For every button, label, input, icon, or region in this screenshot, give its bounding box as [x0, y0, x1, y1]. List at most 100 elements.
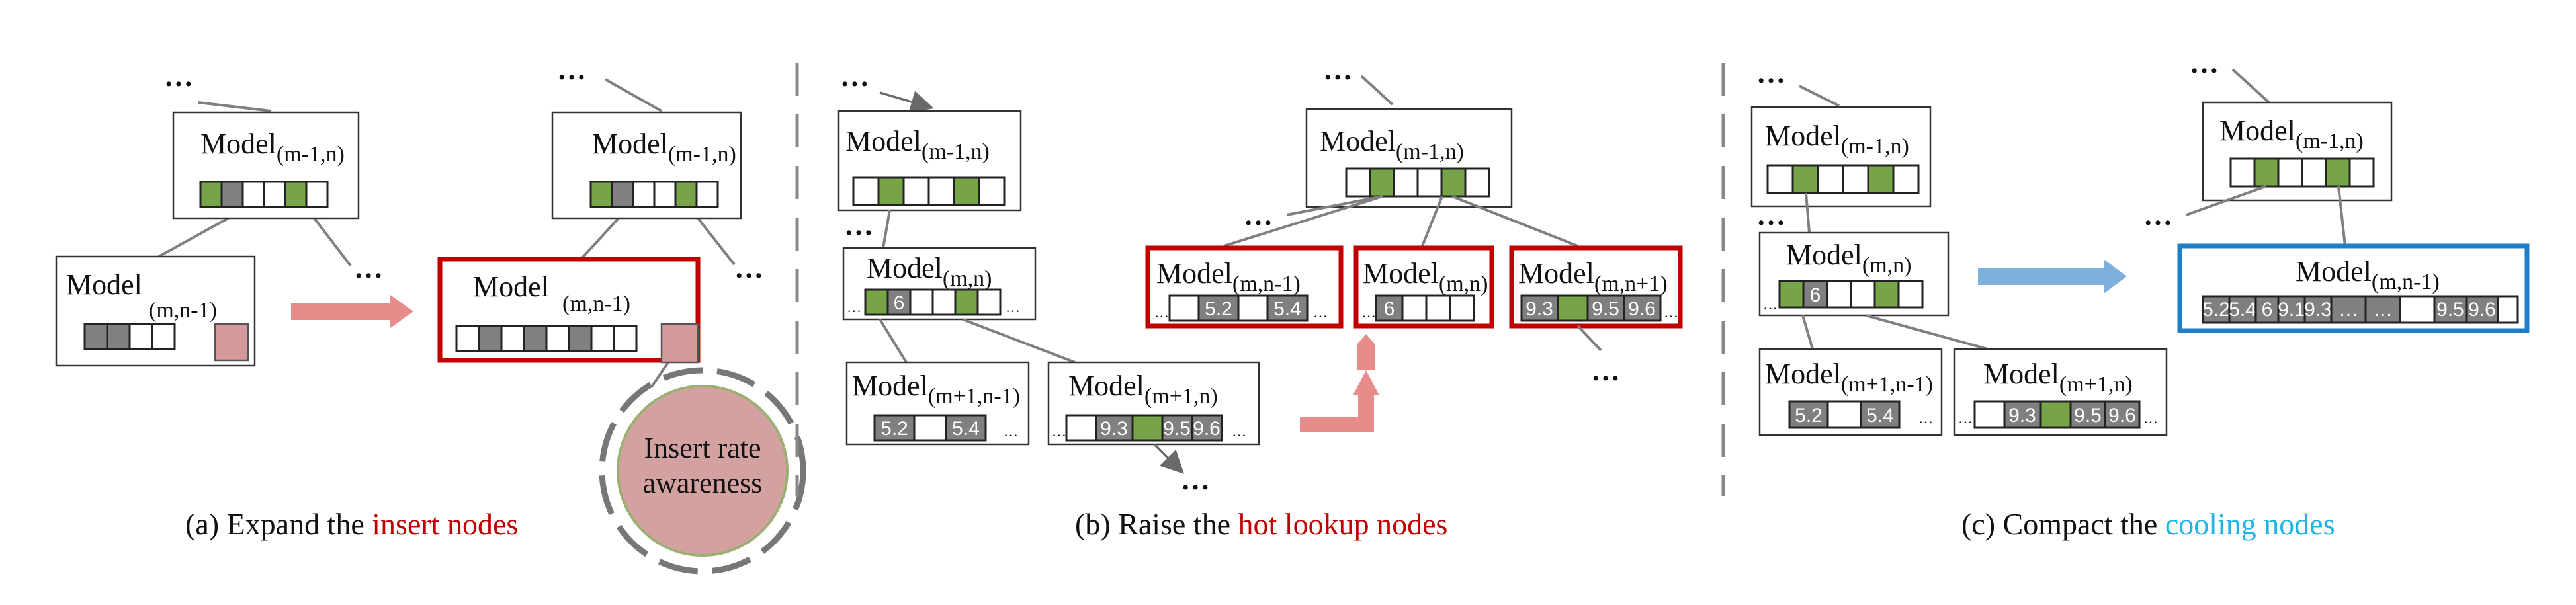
insert-rate-awareness-badge: Insert rate awareness [599, 367, 806, 575]
svg-text:9.6: 9.6 [2468, 299, 2496, 321]
slot-array-a-top [199, 181, 329, 208]
slot-array-a-left [83, 323, 176, 350]
slot-array-b-mid: … 6 … [847, 288, 1020, 316]
node-a2-top-label: Model(m-1,n) [592, 128, 736, 167]
awareness-line-2: awareness [643, 467, 763, 499]
svg-text:9.3: 9.3 [2008, 405, 2036, 426]
insert-buffer-a-expanded [660, 323, 699, 364]
svg-text:9.3: 9.3 [1525, 298, 1553, 320]
svg-text:6: 6 [2262, 299, 2273, 321]
node-a-expanded-label: Model [473, 270, 549, 303]
panel-c: … Model(m-1,n) … Model(m,n) … 6 [1750, 47, 2530, 541]
edge-c2-ellipsis-to-top [2231, 68, 2270, 104]
slot-array-c-top [1766, 164, 1920, 194]
svg-text:9.1: 9.1 [2278, 299, 2305, 321]
caption-b: (b) Raise the hot lookup nodes [1075, 507, 1447, 541]
svg-text:…: … [1232, 423, 1246, 440]
node-b2-r1-label: Model(m,n-1) [1156, 257, 1301, 296]
node-a-left-sub: (m,n-1) [149, 298, 217, 323]
edge-b-mid-to-br [962, 318, 1076, 364]
node-a-top-label: Model(m-1,n) [200, 128, 345, 167]
svg-text:…: … [1004, 423, 1018, 440]
svg-text:…: … [1154, 304, 1169, 321]
arrow-b-raise [1300, 334, 1379, 432]
edge-b2-ellipsis-to-top [1360, 75, 1394, 106]
slot-array-b-br: … 9.3 9.5 9.6 … [1052, 414, 1246, 442]
svg-text:9.5: 9.5 [2436, 299, 2464, 321]
edge-b-br-down [1153, 443, 1184, 474]
svg-text:9.6: 9.6 [2108, 405, 2136, 426]
svg-text:…: … [1052, 423, 1066, 440]
edge-c-mid-to-bl [1801, 315, 1814, 350]
node-a-left-label: Model [66, 268, 142, 301]
ellipsis-c2-left: … [2143, 199, 2172, 231]
node-a-expanded-sub: (m,n-1) [562, 292, 630, 316]
svg-text:9.5: 9.5 [1592, 298, 1619, 320]
ellipsis-a-right: … [354, 252, 383, 284]
panel-a: … … … … Model(m-1,n) Model (m,n-1) [55, 54, 806, 575]
ellipsis-b-left: … [844, 209, 873, 241]
svg-text:5.2: 5.2 [2202, 299, 2230, 321]
svg-text:5.4: 5.4 [1273, 298, 1301, 320]
svg-text:…: … [1006, 299, 1020, 315]
edge-b2-r3-down [1576, 325, 1602, 352]
svg-text:…: … [1664, 304, 1678, 321]
edge-a2-ellipsis-to-top [605, 78, 662, 112]
svg-text:5.4: 5.4 [952, 418, 980, 440]
ellipsis-a2-top: … [557, 54, 586, 86]
node-b-bl-label: Model(m+1,n-1) [852, 370, 1020, 409]
svg-text:6: 6 [894, 292, 905, 314]
node-b-mid-label: Model(m,n) [867, 252, 992, 291]
panel-b: … Model(m-1,n) … Model(m,n) … 6 … [837, 54, 1683, 541]
svg-text:9.5: 9.5 [2074, 405, 2102, 426]
edge-b2-top-to-left [1286, 195, 1383, 216]
ellipsis-c2-top: … [2190, 47, 2219, 79]
edge-a2-top-to-new [581, 217, 620, 259]
edge-b2-top-to-r1 [1223, 195, 1383, 247]
node-c-mid-label: Model(m,n) [1786, 239, 1911, 278]
edge-a-top-to-left [158, 217, 229, 258]
node-c-br-label: Model(m+1,n) [1983, 358, 2133, 397]
svg-text:5.2: 5.2 [1795, 405, 1823, 426]
ellipsis-c-left: … [1756, 199, 1785, 231]
node-c-bl-label: Model(m+1,n-1) [1765, 358, 1933, 397]
ellipsis-c-top: … [1756, 57, 1785, 89]
svg-text:…: … [1763, 296, 1778, 313]
ellipsis-b-top: … [840, 60, 869, 93]
edge-b-top-to-mid [882, 210, 891, 249]
caption-c: (c) Compact the cooling nodes [1961, 507, 2335, 541]
edge-a-ellipsis-to-top [198, 101, 272, 112]
edge-b-arrow-top [879, 91, 934, 113]
node-b-br-label: Model(m+1,n) [1068, 370, 1218, 409]
svg-text:9.6: 9.6 [1193, 418, 1221, 440]
edge-c-mid-to-br [1865, 314, 1989, 350]
insert-buffer-a-left [214, 323, 249, 362]
svg-text:…: … [2373, 299, 2393, 321]
edge-b-mid-to-bl [879, 318, 908, 364]
ellipsis-b2-bottom: … [1591, 354, 1620, 387]
slot-array-b2-top [1345, 167, 1490, 198]
svg-text:6: 6 [1384, 298, 1395, 320]
slot-array-a2-top [589, 181, 719, 208]
arrow-a-expand [291, 295, 413, 328]
svg-text:…: … [1361, 304, 1376, 321]
svg-text:5.4: 5.4 [2229, 299, 2256, 321]
edge-a-top-to-dots [313, 217, 352, 267]
svg-text:5.2: 5.2 [880, 418, 908, 440]
slot-array-c2-top [2229, 157, 2375, 188]
ellipsis-b-bottom: … [1181, 464, 1210, 496]
awareness-line-1: Insert rate [644, 432, 761, 464]
edge-a2-top-to-dots [697, 217, 736, 266]
edge-c-top-to-mid [1805, 192, 1811, 233]
node-b2-top-label: Model(m-1,n) [1320, 125, 1464, 164]
svg-text:9.6: 9.6 [1628, 298, 1656, 320]
slot-array-a-expanded [455, 325, 638, 352]
slot-array-b-bl: 5.2 5.4 … [873, 414, 1018, 442]
ellipsis-b2-left: … [1244, 199, 1273, 231]
svg-text:…: … [2339, 299, 2358, 321]
edge-b2-top-to-r3 [1451, 195, 1578, 247]
edge-a2-to-awareness [650, 361, 669, 388]
ellipsis-b2-top: … [1323, 54, 1352, 86]
node-b-top-label: Model(m-1,n) [845, 125, 990, 164]
node-c2-merged-label: Model(m,n-1) [2296, 255, 2440, 294]
